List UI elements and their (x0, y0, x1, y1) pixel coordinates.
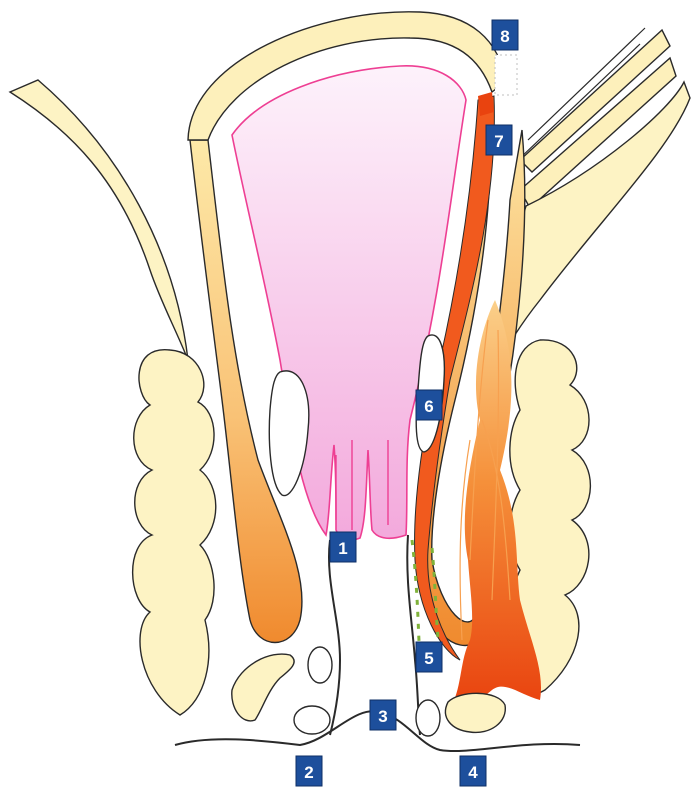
label-2-badge: 2 (296, 756, 322, 786)
left-small-oval-a (308, 647, 332, 683)
label-5-badge: 5 (416, 642, 442, 672)
label-7-text: 7 (494, 132, 503, 151)
label-4-text: 4 (468, 763, 478, 782)
right-small-oval-a (416, 700, 440, 736)
label-5-text: 5 (424, 649, 433, 668)
label-3-badge: 3 (370, 700, 396, 730)
label-2-text: 2 (304, 763, 313, 782)
left-lower-fat-crescent (232, 654, 294, 721)
label-7-badge: 7 (486, 125, 512, 155)
right-bottom-bulb (445, 693, 505, 732)
label-6-text: 6 (424, 397, 433, 416)
label-1-text: 1 (338, 539, 347, 558)
left-small-oval-b (294, 706, 330, 734)
anal-canal-left-wall (329, 540, 340, 735)
dotted-patch (495, 55, 517, 95)
label-8-badge: 8 (492, 20, 518, 50)
label-1-badge: 1 (330, 532, 356, 562)
label-3-text: 3 (378, 707, 387, 726)
label-4-badge: 4 (460, 756, 486, 786)
left-levator-muscle (10, 80, 188, 360)
label-6-badge: 6 (416, 390, 442, 420)
label-8-text: 8 (500, 27, 509, 46)
top-red-fiber (478, 92, 494, 116)
left-external-sphincter (133, 350, 216, 715)
